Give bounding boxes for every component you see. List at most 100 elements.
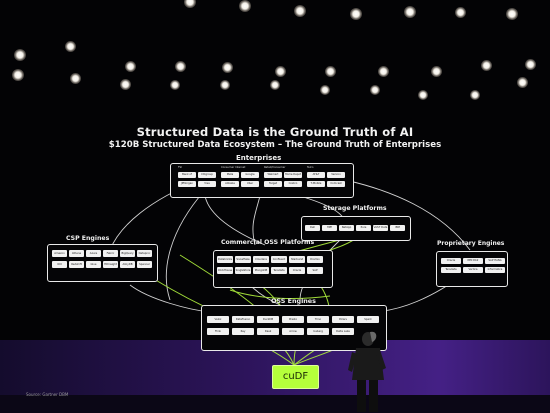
- diagram-chip: VAST Data: [373, 225, 388, 231]
- ceiling-light: [418, 90, 428, 100]
- presenter-leg-left: [357, 380, 366, 412]
- enterprises-column-header: Consumer Internet: [221, 166, 246, 169]
- enterprise-chip: Visa: [198, 181, 216, 187]
- ceiling-light: [430, 65, 442, 77]
- ceiling-light: [294, 5, 306, 17]
- source-note: Source: Gartner DBM: [26, 392, 69, 397]
- ceiling-light: [170, 80, 180, 90]
- ceiling-light: [69, 72, 81, 84]
- slide-title: Structured Data is the Ground Truth of A…: [136, 125, 414, 139]
- diagram-chip: Teradata: [441, 267, 461, 273]
- ceiling-light: [239, 0, 251, 12]
- ceiling-light: [470, 90, 480, 100]
- slide-subtitle: $120B Structured Data Ecosystem – The Gr…: [108, 140, 442, 150]
- diagram-chip: Confluent: [271, 256, 287, 263]
- diagram-chip: Dataproc: [137, 250, 152, 257]
- enterprise-chip: T-Mobile: [307, 181, 325, 187]
- ceiling-light: [220, 80, 230, 90]
- diagram-chip: HDInsight: [103, 261, 118, 268]
- white-connectors: [109, 179, 471, 313]
- enterprise-chip: Home Depot: [284, 172, 302, 178]
- diagram-chip: Arrow: [282, 328, 304, 335]
- ceiling-light: [174, 60, 186, 72]
- ceiling-light: [124, 60, 136, 72]
- ceiling-light: [377, 65, 389, 77]
- diagram-chip: HPE: [322, 225, 337, 231]
- enterprise-chip: Uber: [241, 181, 259, 187]
- diagram-chip: Athena: [69, 250, 84, 257]
- diagram-chip: Informatica: [485, 267, 505, 273]
- diagram-chip: ClickHouse: [217, 267, 233, 274]
- enterprises-label: Enterprises: [236, 154, 282, 162]
- ceiling-light: [404, 6, 416, 18]
- diagram-chip: Flink: [207, 328, 229, 335]
- diagram-chip: OCI Dataflow: [52, 261, 67, 268]
- diagram-chip: Presto: [282, 316, 304, 323]
- stage-floor: [0, 395, 550, 413]
- cudf-box: cuDF: [272, 365, 319, 389]
- ceiling-light: [524, 58, 536, 70]
- diagram-chip: Fabric: [103, 250, 118, 257]
- enterprise-chip: Google: [241, 172, 259, 178]
- diagram-chip: Spanner: [137, 261, 152, 268]
- proprietary-engines-label: Proprietary Engines: [437, 240, 505, 247]
- enterprise-chip: Verizon: [327, 172, 345, 178]
- diagram-chip: Ray: [232, 328, 254, 335]
- enterprise-chip: Target: [264, 181, 282, 187]
- diagram-chip: Teradata: [271, 267, 287, 274]
- diagram-chip: MongoDB: [253, 267, 269, 274]
- ceiling-light: [119, 78, 131, 90]
- ceiling-light: [14, 49, 26, 61]
- ceiling-light: [64, 40, 76, 52]
- ceiling-light: [12, 69, 24, 81]
- ceiling-light: [480, 59, 492, 71]
- diagram-chip: Dell: [305, 225, 320, 231]
- enterprise-chip: Bank of America: [178, 172, 196, 178]
- connector-line: [165, 189, 206, 301]
- presenter-arm-left: [348, 352, 357, 372]
- presenter-figure: [348, 331, 386, 412]
- diagram-chip: SAP HANA: [485, 258, 505, 264]
- diagram-chip: Oracle: [289, 267, 305, 274]
- diagram-chip: Spark: [357, 316, 379, 323]
- diagram-chip: Cloudera: [253, 256, 269, 263]
- diagram-chip: Azure Synapse: [86, 250, 101, 257]
- ceiling-light: [184, 0, 196, 8]
- diagram-chip: NetApp: [339, 225, 354, 231]
- enterprise-chip: Walmart: [264, 172, 282, 178]
- diagram-chip: Trino: [307, 316, 329, 323]
- enterprise-chip: JPMorgan: [178, 181, 196, 187]
- diagram-chip: Pure Storage: [356, 225, 371, 231]
- diagram-chip: Glue: [86, 261, 101, 268]
- ceiling-light: [274, 65, 286, 77]
- diagram-chip: BigQuery: [120, 250, 135, 257]
- diagram-chip: Databricks: [217, 256, 233, 263]
- ceiling-light: [454, 6, 466, 18]
- diagram-chip: Vertica: [463, 267, 483, 273]
- diagram-chip: DuckDB: [257, 316, 279, 323]
- ceiling-light: [270, 80, 280, 90]
- enterprises-column-header: FSI: [178, 166, 182, 169]
- diagram-chip: SAP: [307, 267, 323, 274]
- diagram-chip: IBM: [390, 225, 405, 231]
- ceiling-light: [320, 85, 330, 95]
- diagram-chip: Amazon EMR: [52, 250, 67, 257]
- presenter-leg-right: [369, 380, 378, 412]
- enterprise-chip: Costco: [284, 181, 302, 187]
- diagram-chip: AlloyDB: [120, 261, 135, 268]
- diagram-chip: SingleStore: [235, 267, 251, 274]
- diagram-chip: Velox: [207, 316, 229, 323]
- diagram-chip: Oracle: [441, 258, 461, 264]
- ceiling-light: [350, 8, 362, 20]
- enterprise-chip: Meta: [221, 172, 239, 178]
- ceiling-light: [370, 85, 380, 95]
- ceiling-light: [506, 8, 518, 20]
- enterprise-chip: AT&T: [307, 172, 325, 178]
- diagram-chip: IBM Db2: [463, 258, 483, 264]
- enterprises-column-header: Telco: [307, 166, 314, 169]
- diagram-chip: Polars: [332, 316, 354, 323]
- diagram-chip: Starburst: [289, 256, 305, 263]
- diagram-chip: Dremio: [307, 256, 323, 263]
